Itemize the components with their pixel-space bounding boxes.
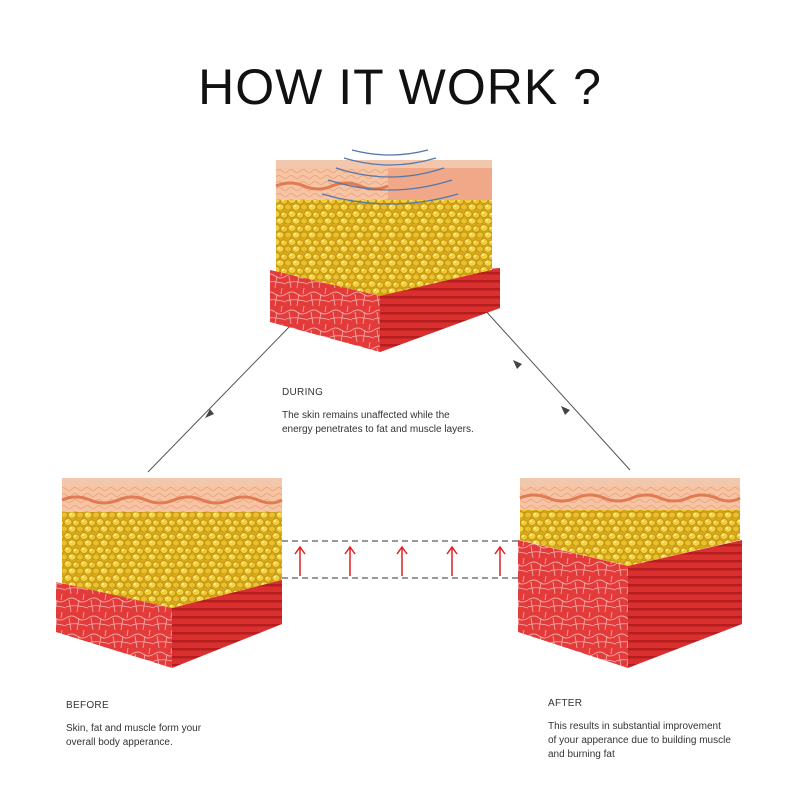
connector-lines <box>147 307 631 473</box>
before-description-line1: Skin, fat and muscle form your <box>66 723 202 734</box>
page-title: HOW IT WORK ? <box>198 59 602 115</box>
connector-arrowheads <box>205 360 570 418</box>
skin-block-after <box>518 478 742 668</box>
after-description-line2: of your apperance due to building muscle <box>548 735 731 746</box>
during-description-line1: The skin remains unaffected while the <box>282 410 450 421</box>
growth-arrow <box>446 545 458 576</box>
after-label: AFTER This results in substantial improv… <box>548 697 731 762</box>
after-heading: AFTER <box>548 698 583 709</box>
growth-arrow <box>294 545 306 576</box>
after-description-line1: This results in substantial improvement <box>548 721 721 732</box>
before-description-line2: overall body apperance. <box>66 737 173 748</box>
arrowhead-down-right-1 <box>513 360 522 369</box>
growth-arrows <box>294 545 506 576</box>
arrowhead-down-right-2 <box>561 406 570 415</box>
growth-arrow <box>344 545 356 576</box>
before-label: BEFORE Skin, fat and muscle form your ov… <box>66 699 201 750</box>
before-heading: BEFORE <box>66 700 109 711</box>
during-description-line2: energy penetrates to fat and muscle laye… <box>282 424 474 435</box>
growth-arrow <box>494 545 506 576</box>
growth-arrow <box>396 545 408 576</box>
after-description-line3: and burning fat <box>548 749 615 760</box>
connector-before-during <box>147 322 294 473</box>
energy-waves <box>321 149 459 205</box>
during-heading: DURING <box>282 387 324 398</box>
during-label: DURING The skin remains unaffected while… <box>282 386 474 437</box>
skin-block-during <box>270 149 500 352</box>
skin-block-before <box>56 478 283 668</box>
comparison-guides <box>282 540 520 579</box>
arrowhead-up-left <box>205 409 214 418</box>
connector-during-after <box>482 307 631 471</box>
